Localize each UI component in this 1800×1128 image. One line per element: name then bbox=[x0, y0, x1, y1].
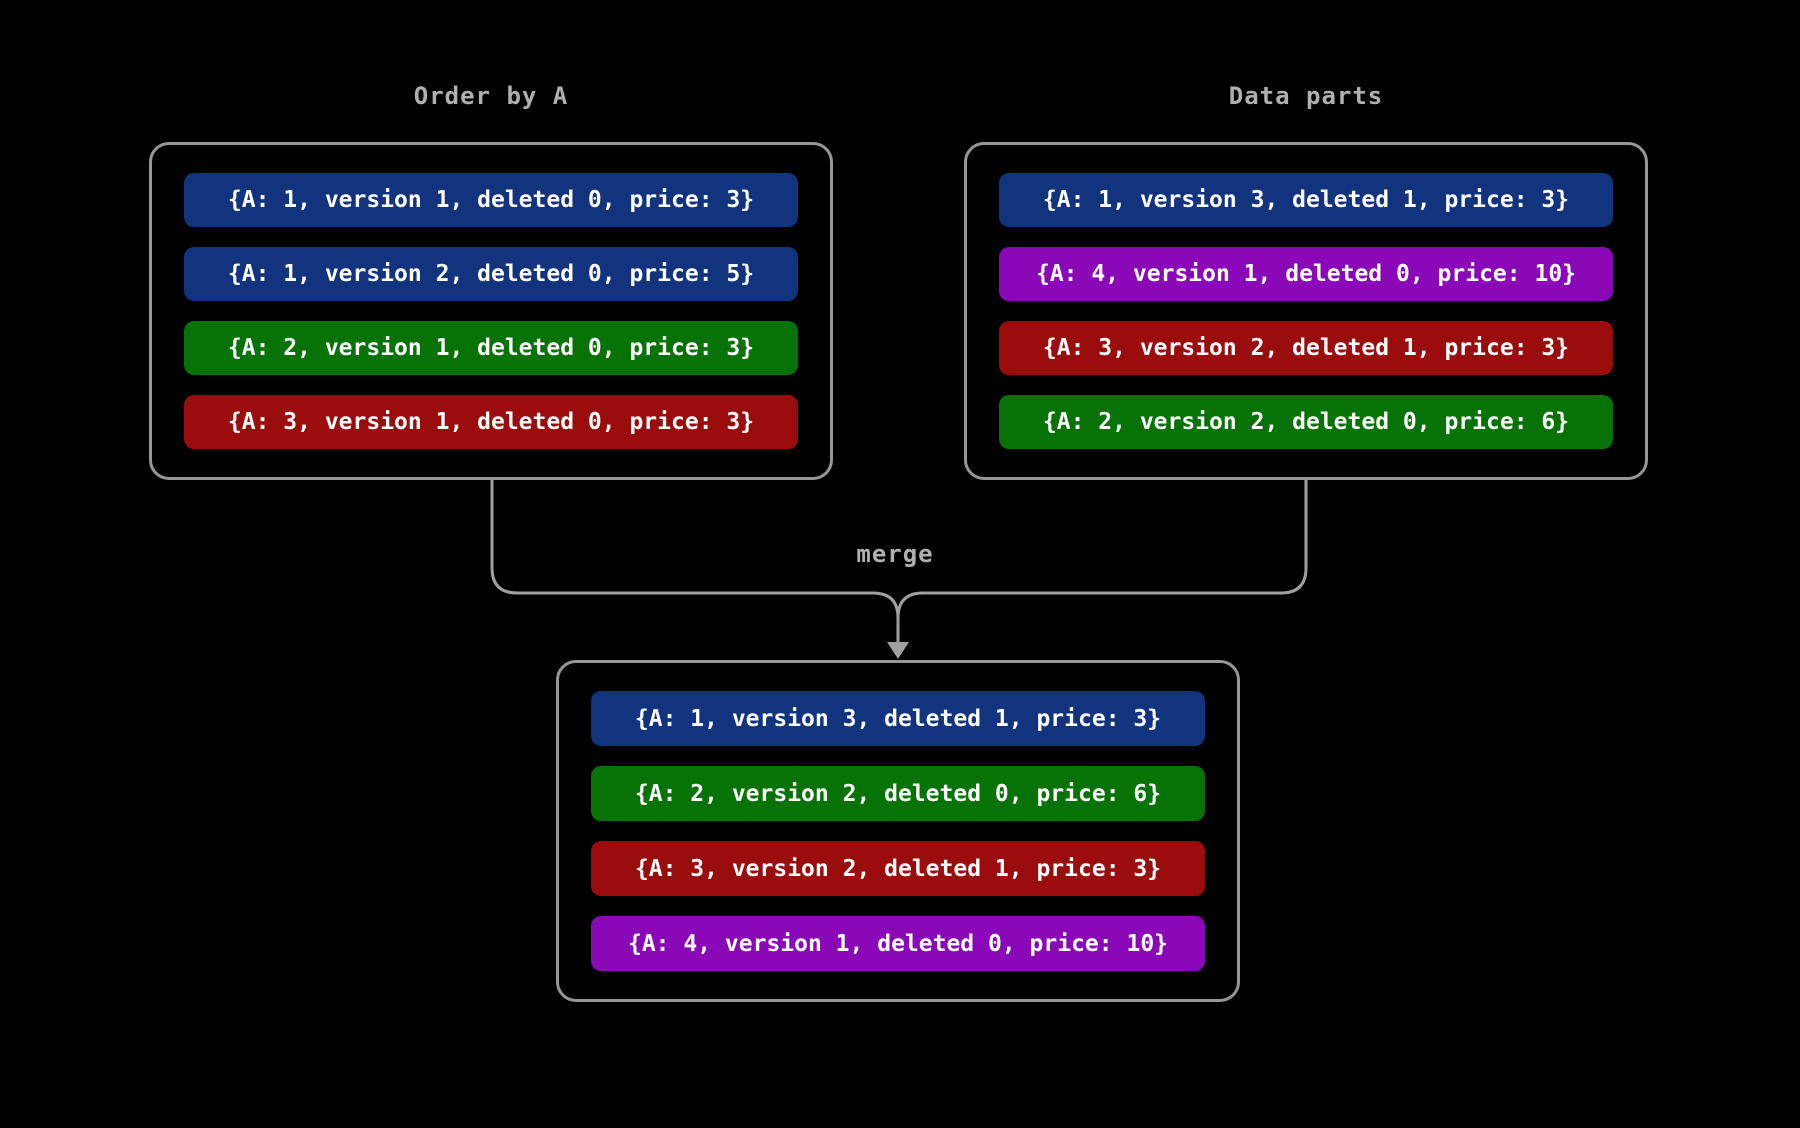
merge-label: merge bbox=[856, 540, 934, 568]
data-row: {A: 4, version 1, deleted 0, price: 10} bbox=[999, 247, 1613, 301]
data-row: {A: 2, version 2, deleted 0, price: 6} bbox=[999, 395, 1613, 449]
data-row: {A: 4, version 1, deleted 0, price: 10} bbox=[591, 916, 1205, 971]
data-parts-title: Data parts bbox=[1228, 82, 1384, 110]
data-row: {A: 3, version 2, deleted 1, price: 3} bbox=[591, 841, 1205, 896]
data-row: {A: 1, version 3, deleted 1, price: 3} bbox=[999, 173, 1613, 227]
data-row: {A: 2, version 2, deleted 0, price: 6} bbox=[591, 766, 1205, 821]
data-parts-panel: {A: 1, version 3, deleted 1, price: 3} {… bbox=[964, 142, 1648, 480]
order-by-a-panel: {A: 1, version 1, deleted 0, price: 3} {… bbox=[149, 142, 833, 480]
data-row: {A: 1, version 2, deleted 0, price: 5} bbox=[184, 247, 798, 301]
order-by-a-title: Order by A bbox=[413, 82, 569, 110]
data-row: {A: 1, version 3, deleted 1, price: 3} bbox=[591, 691, 1205, 746]
data-row: {A: 3, version 1, deleted 0, price: 3} bbox=[184, 395, 798, 449]
data-row: {A: 2, version 1, deleted 0, price: 3} bbox=[184, 321, 798, 375]
data-row: {A: 1, version 1, deleted 0, price: 3} bbox=[184, 173, 798, 227]
arrow-down-icon bbox=[887, 642, 909, 659]
data-row: {A: 3, version 2, deleted 1, price: 3} bbox=[999, 321, 1613, 375]
merged-panel: {A: 1, version 3, deleted 1, price: 3} {… bbox=[556, 660, 1240, 1002]
